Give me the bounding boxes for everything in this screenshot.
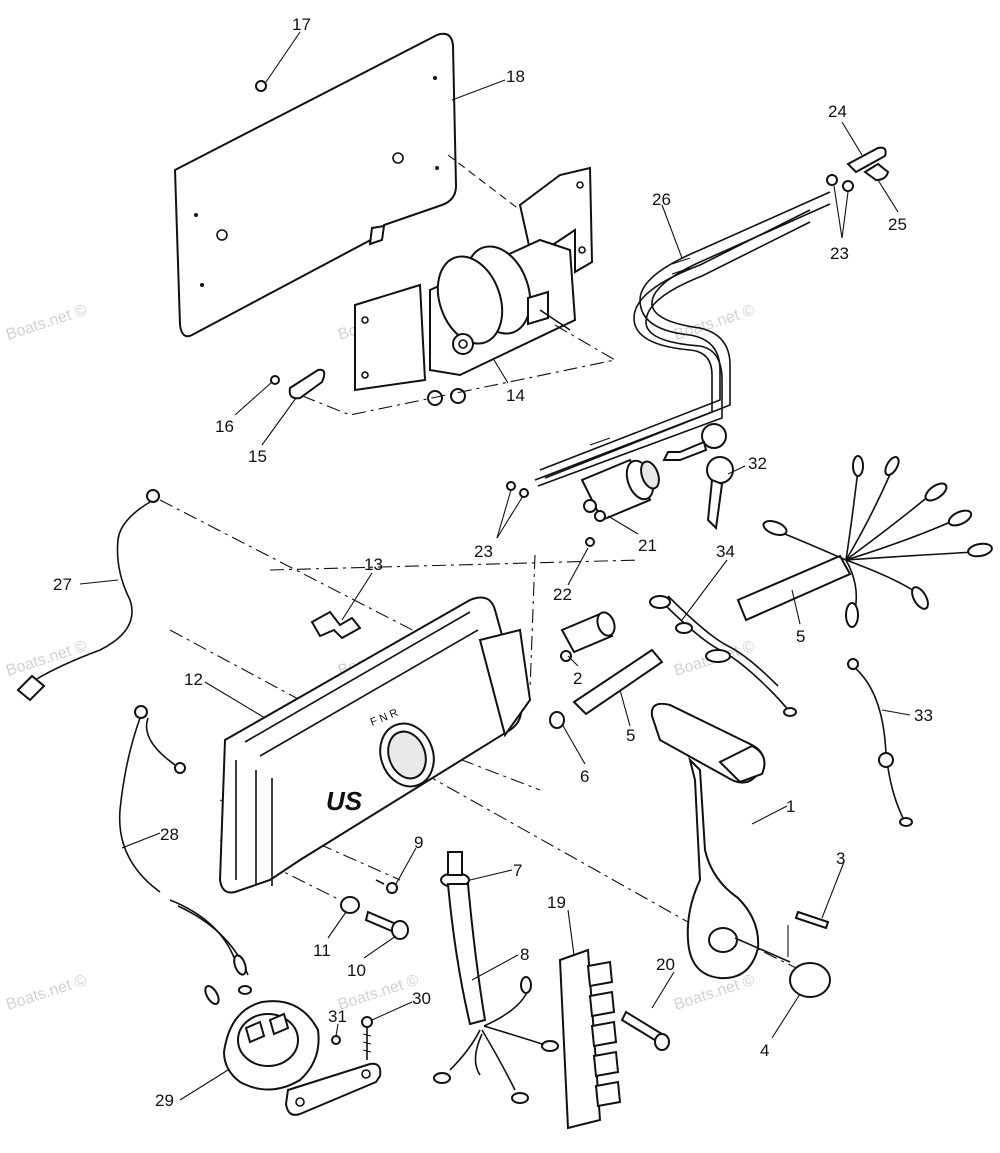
pin-24 [846, 146, 887, 174]
callout-14: 14 [506, 386, 525, 405]
terminal-block-19 [558, 948, 622, 1130]
callout-21: 21 [638, 536, 657, 555]
callout-23: 23 [830, 244, 849, 263]
control-housing-12: US F N R [218, 596, 532, 894]
callout-30: 30 [412, 989, 431, 1008]
nut-22 [585, 537, 595, 547]
washer-6 [549, 711, 565, 729]
callout-3: 3 [836, 849, 845, 868]
callout-2: 2 [573, 669, 582, 688]
lead-28 [118, 705, 252, 1006]
housing-logo: US [326, 786, 363, 816]
callout-13: 13 [364, 555, 383, 574]
lead-33 [847, 658, 913, 827]
callout-8: 8 [520, 945, 529, 964]
callout-24: 24 [828, 102, 847, 121]
wire-harness-5 [736, 455, 993, 628]
screw-9 [375, 879, 398, 894]
callout-12: 12 [184, 670, 203, 689]
callout-31: 31 [328, 1007, 347, 1026]
wiring-8 [433, 883, 559, 1104]
bolt-10 [364, 910, 409, 940]
callout-5: 5 [796, 627, 805, 646]
screw-16 [270, 375, 280, 385]
tube-5 [572, 648, 664, 716]
watermark: Boats.net © [4, 972, 89, 1014]
callout-22: 22 [553, 585, 572, 604]
callout-1: 1 [786, 797, 795, 816]
callout-34: 34 [716, 542, 735, 561]
callout-26: 26 [652, 190, 671, 209]
callout-19: 19 [547, 893, 566, 912]
callout-10: 10 [347, 961, 366, 980]
knob-4 [789, 962, 831, 998]
callout-4: 4 [760, 1041, 769, 1060]
control-handle-1 [650, 702, 791, 980]
callout-7: 7 [513, 861, 522, 880]
callout-5b: 5 [626, 726, 635, 745]
callout-20: 20 [656, 955, 675, 974]
lanyard-lead-34 [649, 595, 797, 717]
ignition-switch-21 [580, 458, 660, 522]
callout-18: 18 [506, 67, 525, 86]
callouts: 17 18 24 26 23 25 14 16 15 32 23 21 22 3… [53, 15, 933, 1110]
watermark: Boats.net © [4, 302, 89, 344]
leader-lines [79, 31, 911, 1101]
knob-15 [288, 368, 326, 400]
mounting-plate-18 [173, 32, 458, 338]
screw-30 [361, 1016, 373, 1060]
lead-27 [16, 489, 160, 702]
nuts-23-top [826, 174, 854, 192]
callout-32: 32 [748, 454, 767, 473]
screw-17 [255, 80, 267, 92]
callout-29: 29 [155, 1091, 174, 1110]
horn-29 [222, 1000, 382, 1116]
callout-28: 28 [160, 825, 179, 844]
washer-11 [340, 896, 360, 914]
callout-17: 17 [292, 15, 311, 34]
callout-23b: 23 [474, 542, 493, 561]
keys-32 [662, 423, 734, 531]
clip-25 [863, 162, 890, 182]
watermark: Boats.net © [672, 302, 757, 344]
control-mechanism-14 [299, 154, 617, 416]
callout-9: 9 [414, 833, 423, 852]
spring-clip-13 [310, 610, 362, 640]
callout-11: 11 [313, 941, 331, 960]
screw-31 [331, 1035, 341, 1045]
pin-3 [794, 910, 830, 930]
callout-33: 33 [914, 706, 933, 725]
callout-6: 6 [580, 767, 589, 786]
control-cables-26 [534, 191, 831, 487]
callout-25: 25 [888, 215, 907, 234]
callout-16: 16 [215, 417, 234, 436]
switch-2 [560, 611, 616, 662]
grommet-7 [440, 851, 470, 888]
callout-15: 15 [248, 447, 267, 466]
callout-27: 27 [53, 575, 72, 594]
bolt-20 [620, 1010, 670, 1051]
